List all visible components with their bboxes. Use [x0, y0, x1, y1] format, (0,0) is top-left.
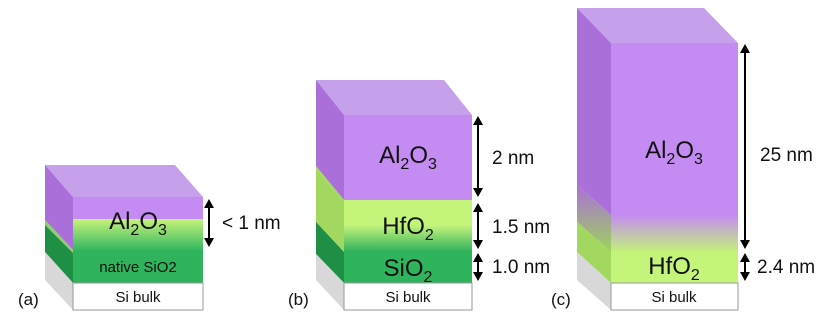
stack-a-dim-arrowhead-down: [204, 238, 214, 247]
stack-b-layer-sio2: [344, 252, 472, 283]
stack-b-side-sio2: [316, 222, 344, 283]
stack-c-al2o3-label: Al2O3: [645, 137, 703, 168]
stack-b-side-fade: [316, 166, 344, 203]
stack-b-sio2-label: SiO2: [384, 255, 433, 286]
stack-a-side-si: [45, 252, 73, 310]
stack-c-layer-fade: [611, 215, 738, 252]
stack-c-layer-hfo2: [611, 252, 738, 283]
stack-b-dim-label-2: 1.5 nm: [492, 217, 550, 238]
stack-b-dim-label-3: 1.0 nm: [492, 257, 550, 278]
stack-b-dim-3-head-down: [473, 272, 483, 281]
stack-b-top-face: [316, 80, 472, 115]
stack-b-layer-si: [343, 282, 473, 311]
panel-label-a: (a): [18, 290, 39, 309]
stack-a-si-label: Si bulk: [115, 289, 161, 306]
stack-a-side-fade: [45, 220, 73, 253]
stack-b-side-hfo2: [316, 169, 344, 252]
stack-c-side-hfo2: [577, 222, 611, 283]
stack-b-dim-3-head-up: [473, 253, 483, 262]
stack-c-layer-al2o3: [611, 43, 738, 220]
stack-a-side-sio2: [45, 225, 73, 283]
stack-b-dim-2-head-down: [473, 240, 483, 249]
stack-b-dim-1-head-down: [473, 188, 483, 197]
stack-a-layer-native-sio2: [73, 250, 203, 283]
stack-c-dim-1-head-up: [740, 44, 750, 53]
stack-b: Al2O3 HfO2 SiO2 Si bulk 2 nm 1.5 nm 1.0 …: [288, 80, 550, 311]
panel-label-b: (b): [288, 290, 309, 309]
stack-c-hfo2-label: HfO2: [648, 253, 700, 284]
stack-c-dim-2-head-up: [740, 253, 750, 262]
stack-c-side-fade: [577, 185, 611, 252]
stack-b-si-label: Si bulk: [385, 289, 431, 306]
stack-b-side-al2o3: [316, 80, 344, 200]
stack-a-side-al2o3: [45, 165, 73, 250]
stack-b-hfo2-label: HfO2: [382, 213, 434, 244]
stack-b-layer-al2o3: [344, 115, 472, 200]
stack-c: Al2O3 HfO2 Si bulk 25 nm 2.4 nm (c): [551, 8, 815, 311]
stack-c-dim-2-head-down: [740, 272, 750, 281]
panel-label-c: (c): [551, 290, 571, 309]
stack-b-dim-1-head-up: [473, 116, 483, 125]
stack-b-side-si: [316, 254, 344, 310]
stack-a-al2o3-label: Al2O3: [109, 208, 167, 239]
stack-b-dim-2-head-up: [473, 203, 483, 212]
stack-c-layer-si: [610, 282, 739, 311]
stack-a-layer-si: [72, 282, 204, 311]
stack-b-dim-label-1: 2 nm: [492, 148, 534, 169]
stack-c-dim-label-2: 2.4 nm: [757, 257, 815, 278]
stack-c-dim-label-1: 25 nm: [760, 145, 813, 166]
stack-a-dim-arrowhead-up: [204, 199, 214, 208]
stack-a: Al2O3 native SiO2 Si bulk < 1 nm (a): [18, 165, 281, 311]
stack-b-al2o3-label: Al2O3: [379, 142, 437, 173]
stack-c-dim-1-head-down: [740, 240, 750, 249]
stack-a-native-sio2-label: native SiO2: [99, 259, 177, 276]
stack-a-layer-fade: [73, 219, 203, 250]
stack-a-dim-label: < 1 nm: [222, 213, 281, 234]
stack-a-layer-al2o3: [73, 197, 203, 219]
stack-c-side-al2o3: [577, 8, 611, 215]
stack-c-side-si: [577, 252, 611, 310]
stack-c-si-label: Si bulk: [651, 289, 697, 306]
stack-a-top-face: [45, 165, 203, 197]
stack-c-top-face: [577, 8, 738, 43]
stack-b-layer-fade: [344, 225, 472, 252]
